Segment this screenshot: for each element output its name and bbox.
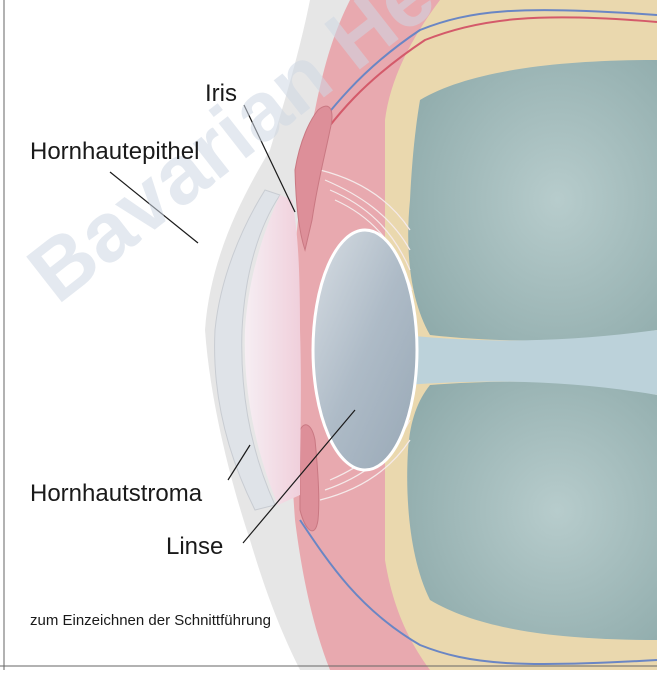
label-hornhautstroma: Hornhautstroma bbox=[30, 480, 202, 508]
vitreous-upper bbox=[408, 60, 657, 340]
label-linse: Linse bbox=[166, 533, 223, 561]
label-iris: Iris bbox=[205, 80, 237, 108]
label-hornhautepithel: Hornhautepithel bbox=[30, 138, 199, 166]
vitreous-lower bbox=[407, 382, 657, 640]
caption-text: zum Einzeichnen der Schnittführung bbox=[30, 612, 271, 629]
lens bbox=[313, 230, 417, 470]
